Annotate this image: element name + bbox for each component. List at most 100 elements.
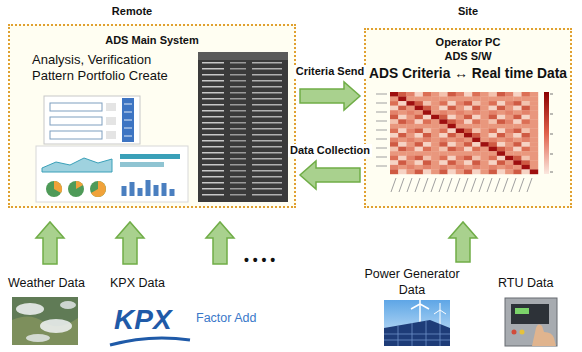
heat-cell bbox=[431, 97, 439, 102]
heat-cell bbox=[398, 124, 406, 129]
heat-cell bbox=[423, 115, 431, 120]
heat-cell bbox=[448, 101, 456, 106]
heat-cell bbox=[390, 138, 398, 143]
heat-cell bbox=[406, 97, 414, 102]
heat-cell bbox=[480, 142, 488, 147]
heat-cell bbox=[423, 142, 431, 147]
heat-cell bbox=[489, 124, 497, 129]
heat-cell bbox=[505, 133, 513, 138]
up-arrow bbox=[206, 222, 234, 264]
heat-cell bbox=[505, 110, 513, 115]
heat-cell bbox=[480, 92, 488, 97]
heat-cell bbox=[415, 156, 423, 161]
heat-cell bbox=[464, 151, 472, 156]
heat-cell bbox=[530, 128, 538, 133]
heat-cell bbox=[530, 138, 538, 143]
heat-cell bbox=[530, 142, 538, 147]
heat-cell bbox=[530, 124, 538, 129]
heat-cell bbox=[513, 128, 521, 133]
heat-cell bbox=[456, 128, 464, 133]
heat-cell bbox=[415, 92, 423, 97]
heat-cell bbox=[398, 128, 406, 133]
heat-cell bbox=[472, 97, 480, 102]
table-header bbox=[198, 52, 288, 60]
logo-text: KPX bbox=[114, 303, 172, 337]
heat-cell bbox=[497, 115, 505, 120]
heat-cell bbox=[406, 165, 414, 170]
heat-cell bbox=[464, 147, 472, 152]
heat-cell bbox=[439, 151, 447, 156]
heat-cell bbox=[530, 106, 538, 111]
heat-cell bbox=[505, 101, 513, 106]
heat-cell bbox=[505, 165, 513, 170]
heat-cell bbox=[497, 97, 505, 102]
dashboard-pie-slice bbox=[54, 181, 62, 193]
heat-cell bbox=[439, 156, 447, 161]
heat-cell bbox=[497, 169, 505, 174]
heat-cell bbox=[423, 106, 431, 111]
heat-cell bbox=[448, 165, 456, 170]
heat-cell bbox=[522, 92, 530, 97]
heat-cell bbox=[448, 156, 456, 161]
heat-cell bbox=[489, 97, 497, 102]
satellite-cloud bbox=[60, 301, 76, 309]
panel-subtitle: Operator PC bbox=[366, 36, 570, 49]
heat-cell bbox=[448, 110, 456, 115]
heat-cell bbox=[472, 165, 480, 170]
heat-cell bbox=[480, 110, 488, 115]
rtu-button bbox=[512, 330, 517, 335]
heat-cell bbox=[472, 106, 480, 111]
heat-cell bbox=[480, 138, 488, 143]
system-panel: RemoteADS Main SystemAnalysis, Verificat… bbox=[8, 24, 296, 208]
heat-cell bbox=[456, 160, 464, 165]
heat-cell bbox=[456, 101, 464, 106]
heat-cell bbox=[390, 151, 398, 156]
heat-cell bbox=[530, 97, 538, 102]
heat-cell bbox=[406, 133, 414, 138]
heat-cell bbox=[390, 169, 398, 174]
up-arrow bbox=[36, 222, 64, 264]
heat-cell bbox=[406, 92, 414, 97]
heat-cell bbox=[472, 92, 480, 97]
heat-cell bbox=[439, 97, 447, 102]
heat-cell bbox=[439, 115, 447, 120]
heat-cell bbox=[522, 142, 530, 147]
heat-cell bbox=[497, 110, 505, 115]
source-label: RTU Data bbox=[498, 276, 553, 291]
heat-cell bbox=[489, 156, 497, 161]
heat-cell bbox=[530, 156, 538, 161]
heat-cell bbox=[497, 101, 505, 106]
panel-title: ADS Criteria ↔ Real time Data bbox=[368, 66, 568, 83]
heat-cell bbox=[398, 169, 406, 174]
column-tick-labels bbox=[391, 178, 532, 192]
heat-cell bbox=[472, 147, 480, 152]
heat-cell bbox=[456, 110, 464, 115]
heat-cell bbox=[480, 119, 488, 124]
heat-cell bbox=[448, 169, 456, 174]
heat-cell bbox=[431, 138, 439, 143]
heat-cell bbox=[530, 110, 538, 115]
heat-cell bbox=[530, 151, 538, 156]
heat-cell bbox=[448, 92, 456, 97]
heat-cell bbox=[431, 119, 439, 124]
heat-cell bbox=[423, 133, 431, 138]
heat-cell bbox=[439, 160, 447, 165]
heat-cell bbox=[530, 101, 538, 106]
table-rows bbox=[198, 60, 288, 200]
heat-cell bbox=[522, 133, 530, 138]
heat-cell bbox=[522, 160, 530, 165]
heat-cell bbox=[513, 169, 521, 174]
heat-cell bbox=[505, 138, 513, 143]
dashboard-pie-slice bbox=[76, 181, 83, 189]
heat-cell bbox=[480, 115, 488, 120]
heat-cell bbox=[406, 106, 414, 111]
heat-cell bbox=[505, 97, 513, 102]
heat-cell bbox=[522, 97, 530, 102]
heat-cell bbox=[456, 156, 464, 161]
colorbar-ticks bbox=[550, 94, 553, 172]
heat-cell bbox=[472, 151, 480, 156]
heat-cell bbox=[456, 133, 464, 138]
panel-heading: Site bbox=[428, 5, 508, 18]
heat-cell bbox=[390, 133, 398, 138]
factor-label: Factor Add bbox=[196, 311, 256, 326]
